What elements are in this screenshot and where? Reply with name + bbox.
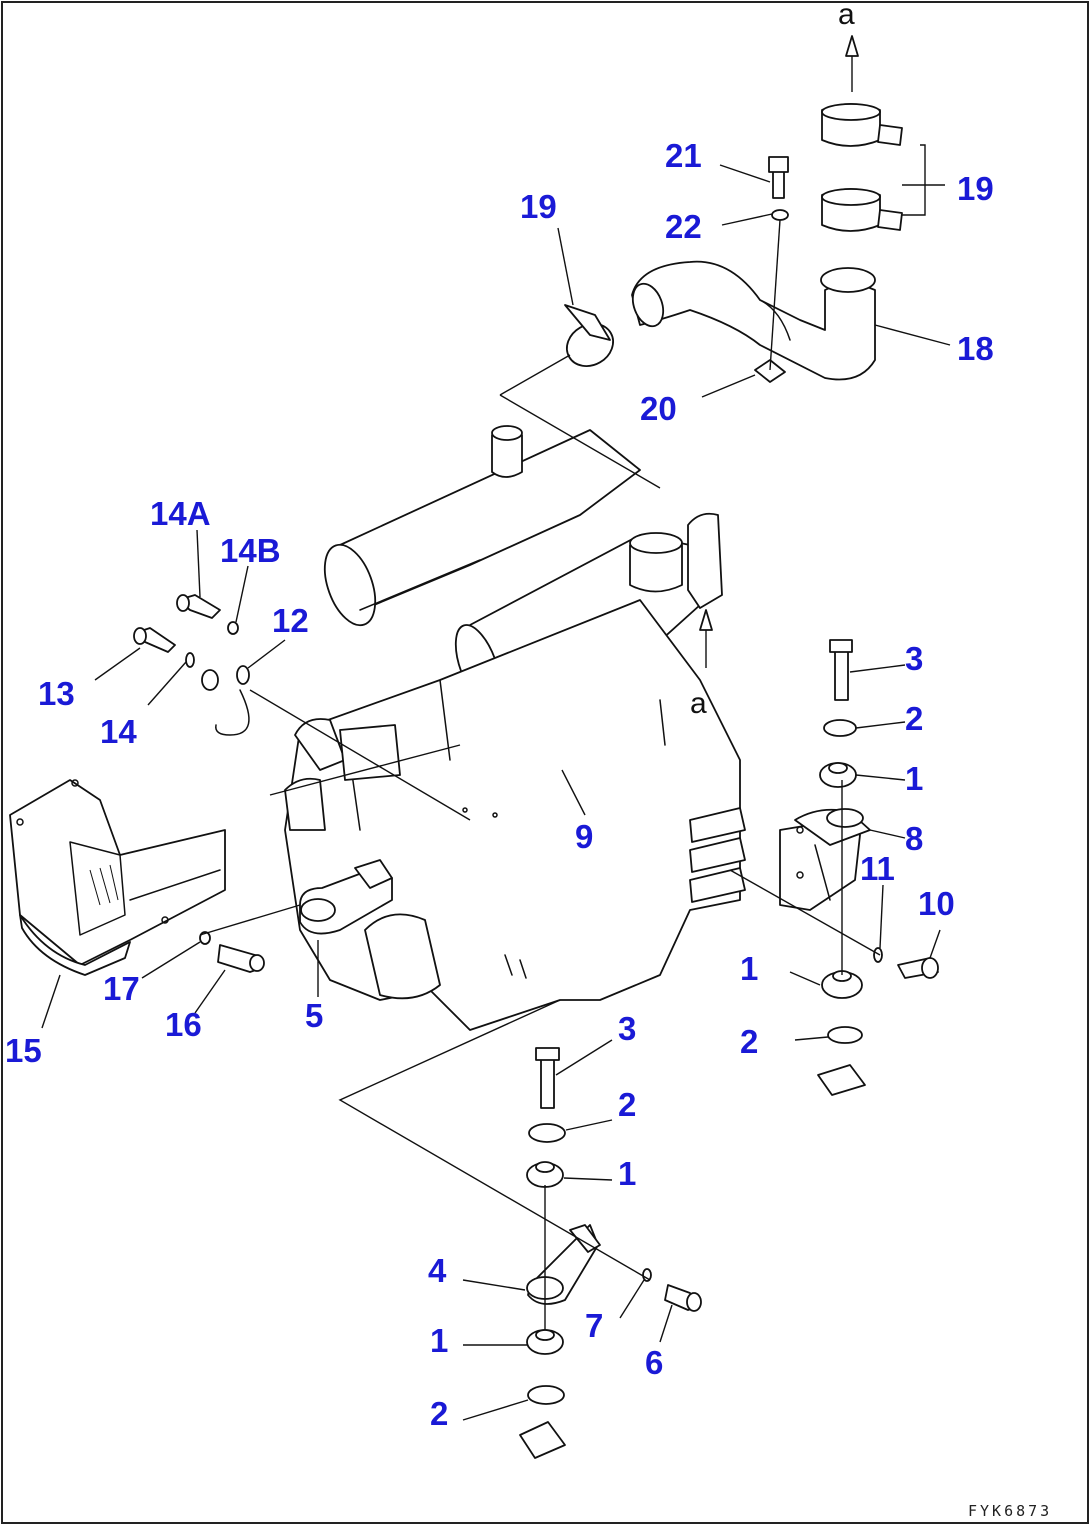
washer-7: [642, 1268, 652, 1282]
callout-17: 17: [103, 970, 140, 1007]
callout-18: 18: [957, 330, 994, 367]
frame-pad-right: [817, 1064, 866, 1096]
bolt-3-lower: [535, 1047, 560, 1109]
washer-2-upper: [823, 719, 857, 737]
bolt-6: [664, 1284, 702, 1312]
rubber-mount-1-lower-right: [821, 970, 863, 999]
rubber-mount-1-bottom: [526, 1329, 564, 1355]
washer-2-lower-right: [827, 1026, 863, 1044]
callout-14B: 14B: [220, 532, 281, 569]
washer-22: [771, 209, 789, 221]
callout-5: 5: [305, 997, 323, 1034]
clamp-12: [201, 665, 250, 736]
callout-4: 4: [428, 1252, 447, 1289]
callout-15: 15: [5, 1032, 42, 1069]
engine-assembly: [284, 425, 746, 1031]
callout-6: 6: [645, 1344, 663, 1381]
clamp-19-lower: [821, 188, 903, 232]
callout-1-right: 1: [740, 950, 758, 987]
callout-10: 10: [918, 885, 955, 922]
callout-19-left: 19: [520, 188, 557, 225]
callout-12: 12: [272, 602, 309, 639]
callout-16: 16: [165, 1006, 202, 1043]
callout-3-lower: 3: [618, 1010, 636, 1047]
callout-9: 9: [575, 818, 593, 855]
rubber-mount-1-lower: [526, 1161, 564, 1188]
under-cover-15: [9, 779, 226, 976]
assembly-lines: [199, 35, 926, 1330]
callout-20: 20: [640, 390, 677, 427]
callout-14A: 14A: [150, 495, 211, 532]
washer-14B: [227, 621, 239, 635]
washer-17: [199, 931, 211, 945]
clamp-19-upper: [821, 103, 903, 147]
washer-2-bottom: [527, 1385, 565, 1405]
washer-2-lower: [528, 1123, 566, 1143]
bolt-14A: [176, 594, 221, 619]
callout-22: 22: [665, 208, 702, 245]
callout-leaders: [41, 164, 951, 1421]
rubber-mount-1-upper: [819, 762, 857, 788]
callout-19-right: 19: [957, 170, 994, 207]
bolt-16: [217, 944, 265, 973]
bolt-10: [897, 957, 939, 979]
ref-mark-engine: a: [690, 687, 707, 720]
washer-11: [873, 947, 883, 963]
bracket-8: [779, 808, 871, 911]
callout-2-upper: 2: [905, 700, 923, 737]
clamp-19-left: [564, 304, 614, 367]
tail-pipe-18: [631, 260, 876, 383]
frame-pad-bottom: [519, 1421, 566, 1459]
callout-8: 8: [905, 820, 923, 857]
washer-14: [185, 652, 195, 668]
callout-2-lower: 2: [618, 1086, 636, 1123]
mount-arm-4: [526, 1224, 601, 1305]
drawing-code: FYK6873: [968, 1502, 1052, 1520]
ref-mark-top: a: [838, 0, 855, 31]
callout-3-upper: 3: [905, 640, 923, 677]
pipe-bracket-20: [754, 359, 786, 383]
callout-11: 11: [860, 850, 895, 887]
callout-1-bottom: 1: [430, 1322, 448, 1359]
callout-14: 14: [100, 713, 137, 750]
callout-2-right: 2: [740, 1023, 758, 1060]
callout-21: 21: [665, 137, 702, 174]
bolt-3-upper: [829, 639, 853, 701]
callout-1-upper: 1: [905, 760, 923, 797]
callout-2-bottom: 2: [430, 1395, 448, 1432]
callout-13: 13: [38, 675, 75, 712]
bolt-13: [133, 627, 176, 653]
bolt-21: [768, 156, 789, 199]
callout-labels: 21 22 19 19 18 20 14A 14B 12 13 14 9 3 2…: [5, 137, 994, 1432]
callout-1-lower: 1: [618, 1155, 636, 1192]
mount-arm-5: [299, 859, 393, 935]
callout-7: 7: [585, 1307, 603, 1344]
